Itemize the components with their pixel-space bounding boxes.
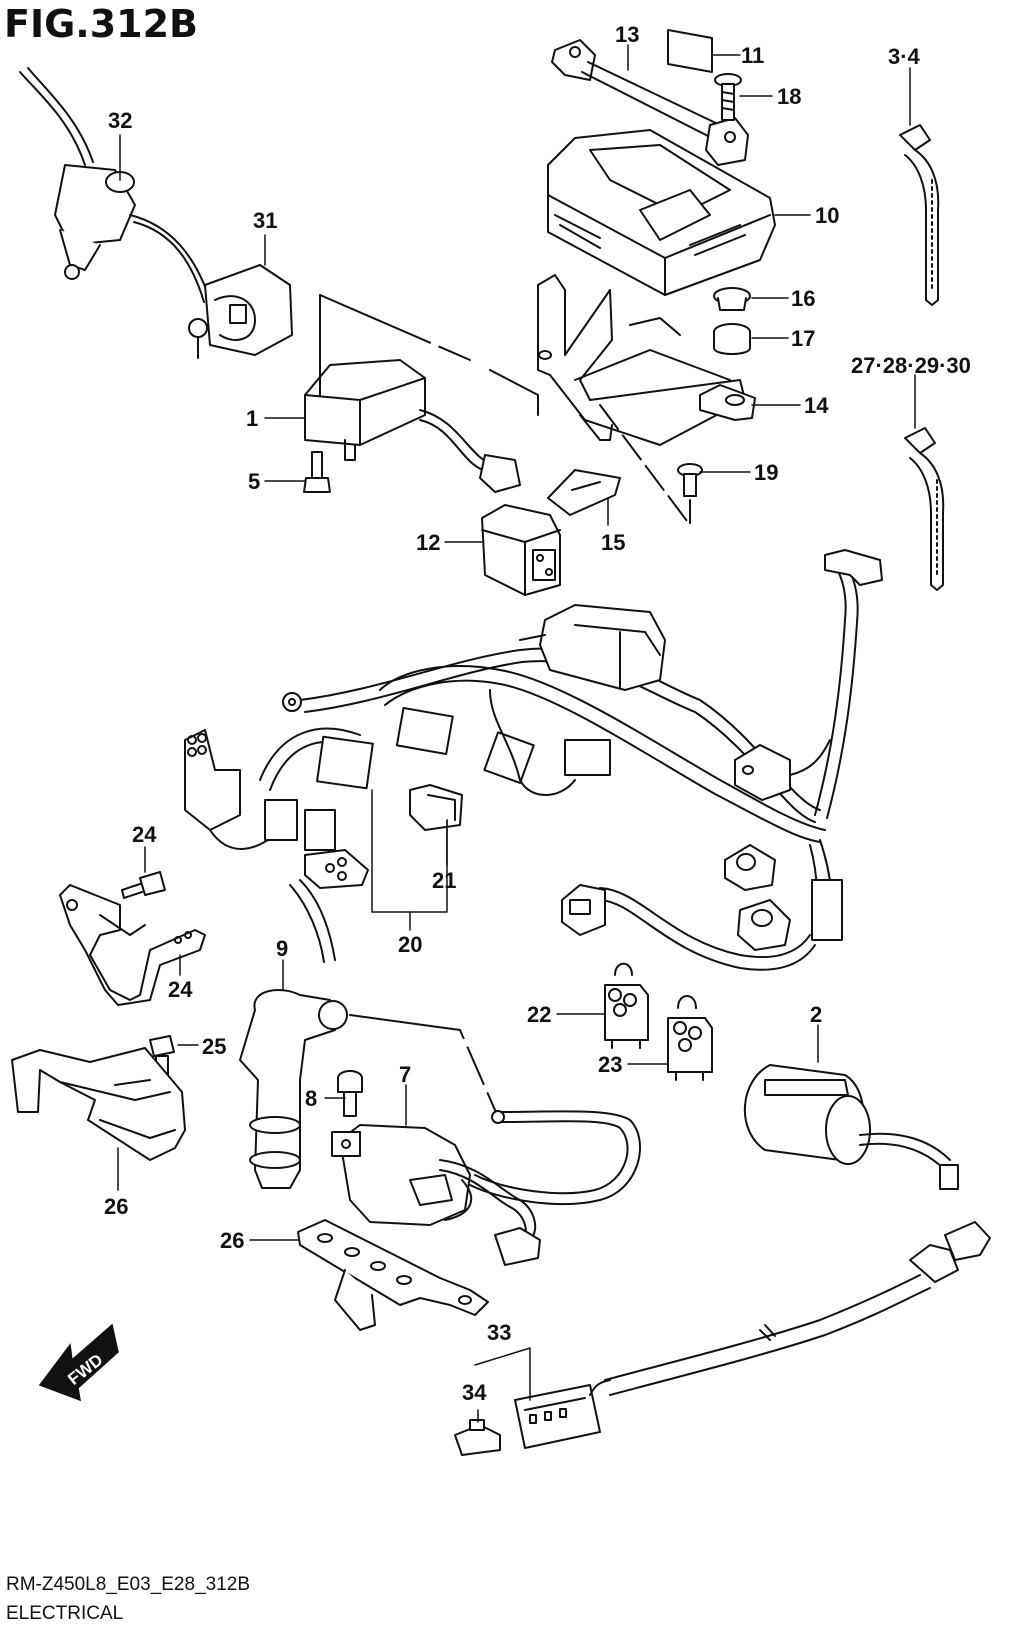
section-title: ELECTRICAL (6, 1603, 124, 1624)
callout-31: 31 (253, 208, 277, 233)
part-1-module (304, 359, 521, 493)
callout-6: 7 (399, 1062, 411, 1087)
callout-7: 8 (305, 1086, 317, 1111)
part-main-wiring-harness (184, 549, 883, 971)
fwd-arrow: FWD (38, 1323, 119, 1402)
part-8-plug-cap (239, 989, 641, 1205)
callout-8: 9 (276, 936, 288, 961)
callout-15: 16 (791, 286, 815, 311)
callout-33: 33 (487, 1320, 511, 1345)
callout-11: 12 (416, 530, 440, 555)
callout-27-30: 27·28·29·30 (851, 353, 971, 378)
part-10-pad (667, 29, 713, 73)
part-24-bolt-upper (121, 871, 166, 899)
callout-9: 10 (815, 203, 839, 228)
callout-5: 5 (248, 469, 260, 494)
callout-23: 24 (168, 977, 193, 1002)
callout-18: 19 (754, 460, 778, 485)
part-6-ignition-coil (331, 1124, 541, 1266)
callout-34: 34 (462, 1380, 487, 1405)
part-12-strap (551, 39, 749, 166)
part-17-screw (714, 73, 742, 121)
callout-19: 20 (398, 932, 422, 957)
leader-lines (117, 44, 916, 1423)
figure-title: FIG.312B (4, 2, 199, 46)
part-13-bracket (537, 274, 756, 446)
part-2-sensor (743, 1064, 959, 1190)
callout-labels: 32 31 1 5 13 11 18 10 16 17 14 19 15 12 … (104, 22, 971, 1405)
callout-22: 23 (598, 1052, 622, 1077)
callout-10: 11 (741, 43, 764, 68)
callout-12: 13 (615, 22, 639, 47)
part-5-bolt (303, 451, 331, 493)
part-26-bracket (297, 1219, 489, 1331)
callout-32: 32 (108, 108, 132, 133)
part-32-handlebar-switch (19, 67, 211, 303)
callout-1: 1 (246, 406, 258, 431)
part-15-grommet (713, 287, 751, 311)
figure-code: RM-Z450L8_E03_E28_312B (6, 1574, 251, 1595)
part-22-connector (667, 995, 713, 1081)
part-3-4-cable-tie (899, 124, 940, 306)
callout-25: 26 (104, 1194, 128, 1219)
part-31-switch (188, 264, 293, 359)
part-16-grommet (713, 323, 751, 355)
callout-13: 14 (804, 393, 829, 418)
part-18-screw (677, 463, 703, 497)
part-7-bolt (337, 1070, 363, 1117)
callout-2: 2 (810, 1002, 822, 1027)
part-23-bracket (59, 884, 206, 1006)
callout-17: 18 (777, 84, 801, 109)
part-25-bracket (11, 1047, 186, 1161)
callout-16: 17 (791, 326, 815, 351)
callout-21: 22 (527, 1002, 551, 1027)
callout-20: 21 (432, 868, 456, 893)
part-33-sub-harness (514, 1221, 991, 1449)
part-34-fuse (454, 1419, 501, 1456)
part-11-connector (481, 504, 561, 596)
callout-26: 26 (220, 1228, 244, 1253)
callout-3-4: 3·4 (888, 44, 921, 69)
part-21-connector (604, 962, 649, 1049)
part-14-clip (547, 469, 621, 516)
callout-14: 15 (601, 530, 625, 555)
callout-24-upper: 24 (132, 822, 157, 847)
callout-24-lower: 25 (202, 1034, 226, 1059)
part-9-ecm (547, 129, 776, 296)
part-27-30-cable-tie (904, 427, 945, 591)
